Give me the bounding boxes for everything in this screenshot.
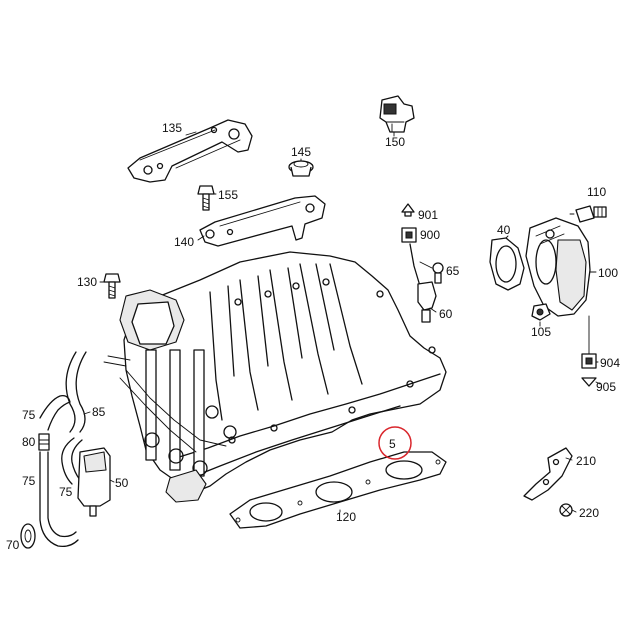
label-part-75c[interactable]: 75 xyxy=(59,485,73,499)
part-100-throttle-body[interactable] xyxy=(525,217,591,317)
part-135-bracket[interactable] xyxy=(127,119,253,183)
part-5-intake-manifold[interactable] xyxy=(103,251,447,503)
label-part-140[interactable]: 140 xyxy=(174,235,194,249)
part-105-valve[interactable] xyxy=(531,303,551,321)
label-part-120[interactable]: 120 xyxy=(336,510,356,524)
part-140-bracket[interactable] xyxy=(199,195,326,247)
label-part-900[interactable]: 900 xyxy=(420,228,440,242)
part-75-upper-hose[interactable] xyxy=(39,394,71,431)
label-part-210[interactable]: 210 xyxy=(576,454,596,468)
part-75-small-hose[interactable] xyxy=(61,437,83,485)
part-65-screw[interactable] xyxy=(432,262,444,284)
part-110-bolt[interactable] xyxy=(575,205,607,223)
label-part-110[interactable]: 110 xyxy=(587,185,606,199)
part-905-pin[interactable] xyxy=(581,377,597,387)
label-part-904[interactable]: 904 xyxy=(600,356,620,370)
part-75-lower-hose[interactable] xyxy=(39,451,79,548)
label-part-75a[interactable]: 75 xyxy=(22,408,36,422)
label-part-85[interactable]: 85 xyxy=(92,405,106,419)
label-part-130[interactable]: 130 xyxy=(77,275,97,289)
label-part-75b[interactable]: 75 xyxy=(22,474,36,488)
part-145-cap[interactable] xyxy=(288,160,314,177)
label-part-5[interactable]: 5 xyxy=(389,437,396,451)
label-part-60[interactable]: 60 xyxy=(439,307,453,321)
label-part-220[interactable]: 220 xyxy=(579,506,599,520)
leader-lines xyxy=(83,131,601,513)
part-901-pin[interactable] xyxy=(401,203,415,217)
part-80-connector[interactable] xyxy=(38,433,50,451)
label-part-80[interactable]: 80 xyxy=(22,435,36,449)
part-60-sensor[interactable] xyxy=(409,243,437,323)
label-part-70[interactable]: 70 xyxy=(6,538,20,552)
part-220-bolt[interactable] xyxy=(559,503,573,517)
part-210-bracket[interactable] xyxy=(523,447,573,501)
label-part-905[interactable]: 905 xyxy=(596,380,616,394)
part-120-gasket[interactable] xyxy=(229,451,447,529)
label-part-145[interactable]: 145 xyxy=(291,145,311,159)
part-130-bolt[interactable] xyxy=(103,273,121,299)
part-labels: 5 40 50 60 65 70 75 75 75 80 85 100 105 … xyxy=(6,121,620,552)
label-part-155[interactable]: 155 xyxy=(218,188,238,202)
highlight-circle-part-5 xyxy=(378,426,412,460)
part-70-ring[interactable] xyxy=(20,523,36,549)
part-50-valve[interactable] xyxy=(77,447,111,517)
label-part-100[interactable]: 100 xyxy=(598,266,618,280)
part-900-plug[interactable] xyxy=(401,227,417,243)
part-150-sensor[interactable] xyxy=(379,95,415,133)
label-part-105[interactable]: 105 xyxy=(531,325,551,339)
label-part-50[interactable]: 50 xyxy=(115,476,129,490)
part-40-gasket[interactable] xyxy=(489,237,525,291)
part-155-bolt[interactable] xyxy=(197,185,215,211)
part-85-hose[interactable] xyxy=(65,351,87,433)
label-part-65[interactable]: 65 xyxy=(446,264,460,278)
part-904-plug[interactable] xyxy=(581,315,597,369)
label-part-40[interactable]: 40 xyxy=(497,223,511,237)
label-part-135[interactable]: 135 xyxy=(162,121,182,135)
label-part-901[interactable]: 901 xyxy=(418,208,438,222)
label-part-150[interactable]: 150 xyxy=(385,135,405,149)
